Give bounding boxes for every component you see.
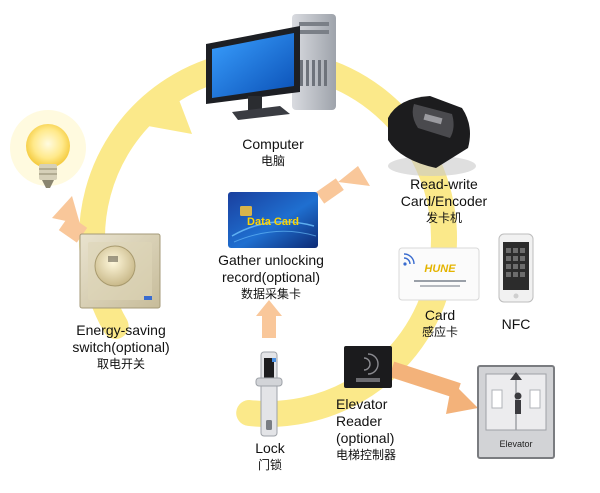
data-card-text: Data Card — [247, 216, 299, 228]
lock-label-en: Lock — [255, 440, 285, 456]
card-brand-text: HUNE — [424, 263, 456, 275]
encoder-label-en-line1: Read-write — [410, 176, 478, 192]
door-lock-icon — [255, 351, 283, 437]
elevator-icon: Elevator — [477, 365, 555, 459]
computer-label: Computer 电脑 — [228, 136, 318, 169]
nfc-label: NFC — [494, 316, 538, 333]
elevator-reader-label-cn: 电梯控制器 — [336, 448, 397, 462]
nfc-label-en: NFC — [501, 316, 531, 332]
ring-arrowhead — [148, 92, 192, 134]
card-encoder-icon — [388, 96, 476, 176]
arrow-encoder-to-computer — [316, 166, 370, 204]
lock-label-cn: 门锁 — [257, 458, 282, 472]
arrow-reader-to-elevator — [389, 361, 478, 414]
energy-switch-label-en-line2: switch(optional) — [72, 339, 170, 355]
data-card-label: Gather unlocking record(optional) 数据采集卡 — [206, 252, 336, 302]
computer-label-cn: 电脑 — [260, 154, 285, 168]
elevator-reader-label: Elevator Reader (optional) 电梯控制器 — [336, 396, 416, 463]
card-label-cn: 感应卡 — [421, 325, 458, 339]
encoder-label-cn: 发卡机 — [425, 211, 462, 225]
elevator-reader-icon — [344, 346, 392, 388]
elevator-reader-label-en-line1: Elevator — [336, 396, 388, 412]
computer-icon — [206, 14, 336, 120]
data-card-label-en-line1: Gather unlocking — [218, 252, 324, 268]
rfid-card-icon: HUNE — [398, 247, 480, 301]
data-card-label-en-line2: record(optional) — [221, 269, 321, 285]
energy-switch-label-cn: 取电开关 — [96, 357, 145, 371]
data-card-icon: Data Card — [228, 192, 318, 248]
energy-switch-label-en-line1: Energy-saving — [76, 322, 166, 338]
card-label: Card 感应卡 — [416, 307, 464, 340]
elevator-sign-text: Elevator — [499, 439, 532, 449]
energy-switch-label: Energy-saving switch(optional) 取电开关 — [56, 322, 186, 372]
computer-label-en: Computer — [242, 136, 304, 152]
energy-switch-icon — [79, 233, 161, 309]
elevator-reader-label-en-line2: Reader — [336, 413, 382, 429]
encoder-label: Read-write Card/Encoder 发卡机 — [384, 176, 504, 226]
lock-label: Lock 门锁 — [246, 440, 294, 473]
encoder-label-en-line2: Card/Encoder — [400, 193, 488, 209]
nfc-phone-icon — [498, 233, 534, 303]
card-label-en: Card — [424, 307, 456, 323]
elevator-reader-label-en-line3: (optional) — [336, 430, 395, 446]
arrow-lock-to-datacard — [256, 300, 282, 338]
data-card-label-cn: 数据采集卡 — [240, 287, 301, 301]
light-bulb-icon — [10, 110, 86, 188]
